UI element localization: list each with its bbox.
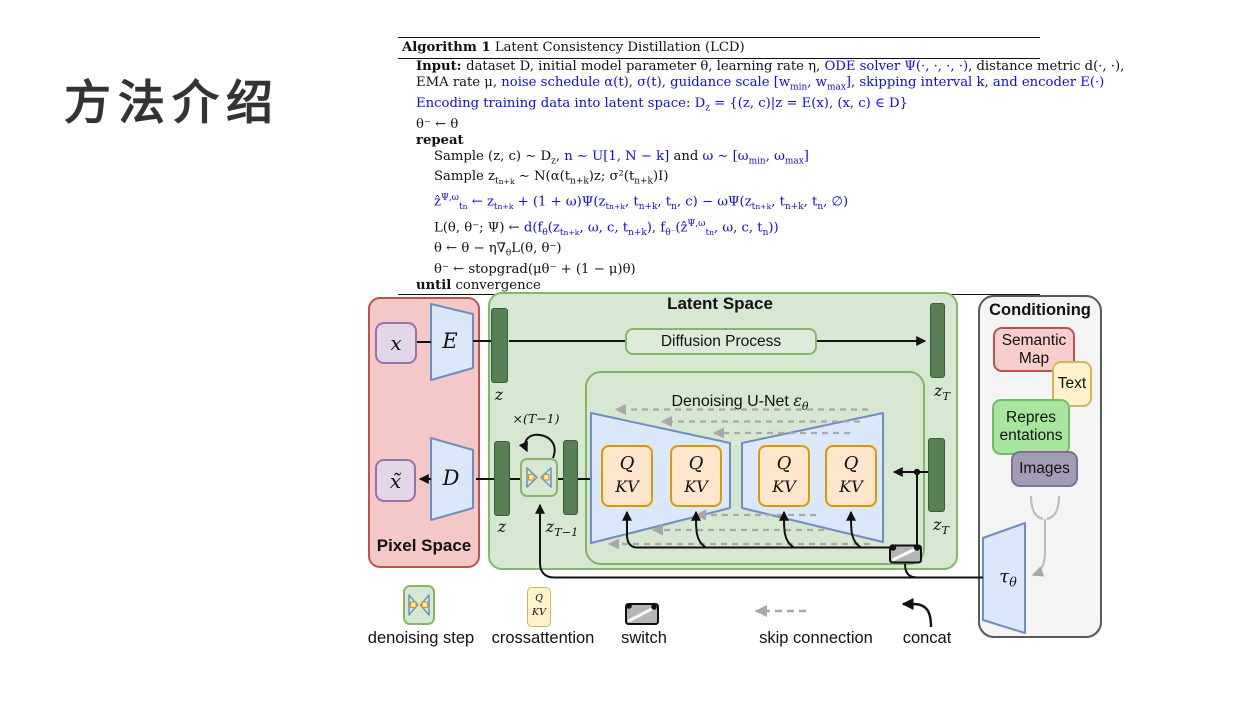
encoder-label: E <box>442 329 458 353</box>
diffusion-process-label: Diffusion Process <box>660 332 782 350</box>
legend-concat-icon <box>901 598 933 628</box>
algo-line-10: θ ← θ − η∇θL(θ, θ⁻) <box>434 240 562 259</box>
page-title: 方法介绍 <box>64 76 280 129</box>
z-top-label: z <box>494 385 504 404</box>
algorithm-body: Input: dataset D, initial model paramete… <box>398 59 1125 294</box>
legend-denoising-step-label: denoising step <box>367 629 475 647</box>
zT-top-label: zT <box>934 381 950 404</box>
conditioning-item-representations: Repres entations <box>992 399 1070 455</box>
legend-denoising-step-icon <box>403 585 435 625</box>
algorithm-title: Algorithm 1 Latent Consistency Distillat… <box>402 40 745 55</box>
algo-line-4: θ⁻ ← θ <box>416 116 459 132</box>
algo-line-5: repeat <box>416 132 464 148</box>
diffusion-process-box: Diffusion Process <box>625 328 817 355</box>
algo-line-7: Sample ztn+k ∼ N(α(tn+k)z; σ²(tn+k)I) <box>434 169 669 188</box>
tau-label: τθ <box>999 566 1017 590</box>
algo-line-2: EMA rate μ, noise schedule α(t), σ(t), g… <box>416 75 1105 93</box>
crossattention-block: Q KV <box>825 445 877 507</box>
legend-switch-label: switch <box>621 629 667 647</box>
x-tilde-output-box: x̃ <box>375 459 416 502</box>
legend-crossattention-icon: Q KV <box>527 587 551 627</box>
legend-switch-lever <box>628 606 656 622</box>
legend-switch-icon <box>625 603 659 625</box>
unet-title: Denoising U-Net εθ <box>630 374 850 414</box>
denoising-step-icon <box>526 467 552 488</box>
q-label: Q <box>843 453 859 474</box>
legend-denoising-step-glyph <box>408 594 430 616</box>
x-tilde-label: x̃ <box>389 468 402 493</box>
latent-bar-zT-bottom <box>928 438 945 512</box>
zT-bottom-label: zT <box>933 515 949 538</box>
legend-kv-label: KV <box>532 607 546 619</box>
algo-line-8: ẑΨ,ωtn ← ztn+k + (1 + ω)Ψ(ztn+k, tn+k, t… <box>434 193 849 213</box>
q-label: Q <box>619 453 635 474</box>
algo-line-6: Sample (z, c) ∼ Dz, n ∼ U[1, N − k] and … <box>434 148 809 167</box>
legend-switch-dot <box>626 603 632 609</box>
crossattention-block: Q KV <box>601 445 653 507</box>
latent-bar-zTm1 <box>563 440 578 515</box>
legend-crossattention-label: crossattention <box>491 629 595 647</box>
q-label: Q <box>776 453 792 474</box>
kv-label: KV <box>615 477 639 497</box>
legend-skip-connection-label: skip connection <box>759 629 873 647</box>
epsilon-sub: θ <box>801 400 809 414</box>
algo-line-12: until convergence <box>416 277 541 293</box>
legend-q-label: Q <box>535 593 543 604</box>
kv-label: KV <box>772 477 796 497</box>
crossattention-block: Q KV <box>670 445 722 507</box>
algo-line-1: Input: dataset D, initial model paramete… <box>416 59 1125 74</box>
conditioning-item-images: Images <box>1011 451 1078 487</box>
algo-line-3: Encoding training data into latent space… <box>416 95 908 114</box>
latent-bar-zT-top <box>930 303 945 378</box>
z-bottom-label: z <box>497 517 507 536</box>
crossattention-block: Q KV <box>758 445 810 507</box>
unet-title-text: Denoising U-Net <box>671 393 794 411</box>
q-label: Q <box>688 453 704 474</box>
kv-label: KV <box>684 477 708 497</box>
pixel-space-title: Pixel Space <box>376 536 472 555</box>
loop-count-label: ×(T−1) <box>512 411 560 426</box>
legend-concat-label: concat <box>902 629 952 647</box>
latent-bar-z-top <box>491 308 508 383</box>
x-input-box: x <box>375 322 417 364</box>
latent-space-title: Latent Space <box>667 294 773 313</box>
algorithm-panel: Algorithm 1 Latent Consistency Distillat… <box>398 37 1125 295</box>
algorithm-header-rule <box>398 58 1040 59</box>
kv-label: KV <box>839 477 863 497</box>
x-label: x <box>390 331 402 355</box>
legend-switch-dot <box>651 604 657 610</box>
algorithm-top-rule <box>398 37 1040 38</box>
zTm1-label: zT−1 <box>545 517 579 540</box>
conditioning-title: Conditioning <box>989 301 1091 319</box>
decoder-label: D <box>442 466 460 490</box>
epsilon-label: ε <box>793 391 802 411</box>
latent-bar-z-bottom <box>494 441 510 516</box>
denoising-step-box <box>520 458 558 497</box>
algo-line-11: θ⁻ ← stopgrad(μθ⁻ + (1 − μ)θ) <box>434 261 636 277</box>
algo-line-9: L(θ, θ⁻; Ψ) ← d(fθ(ztn+k, ω, c, tn+k), f… <box>434 218 779 238</box>
